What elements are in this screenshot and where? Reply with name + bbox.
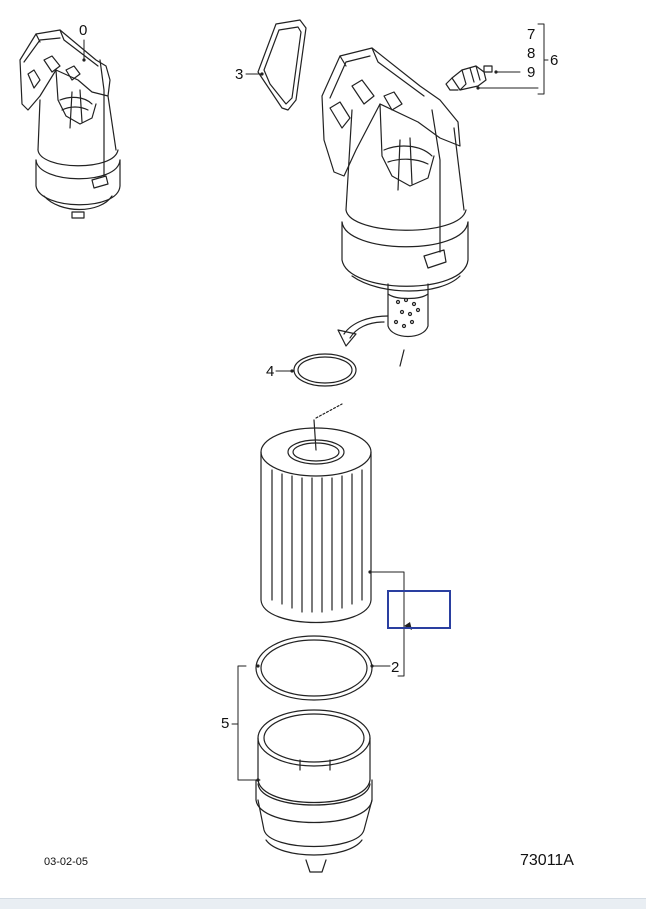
oil-filter-element [260,403,372,623]
o-ring-small [293,353,357,387]
callout-7[interactable]: 7 [527,26,536,43]
bottom-scroll-strip [0,898,646,909]
date-stamp: 03-02-05 [44,856,89,868]
removal-direction-arrow [337,315,389,347]
pressure-sensor [445,65,493,91]
callout-9[interactable]: 9 [527,64,536,81]
filter-cover-bowl [255,709,373,873]
callout-2[interactable]: 2 [391,659,400,676]
callout-leaders [83,23,549,781]
callout-dots [82,58,498,782]
callout-4[interactable]: 4 [266,363,275,380]
callout-8[interactable]: 8 [527,45,536,62]
housing-seal-gasket [257,19,307,111]
figure-code: 73011A [520,852,574,869]
o-ring-large [255,635,373,701]
callout-5[interactable]: 5 [221,715,230,732]
filter-housing-main [321,47,469,367]
filter-housing-assembly-small [19,29,121,219]
selected-part-hotspot[interactable] [387,590,451,629]
callout-0[interactable]: 0 [79,22,88,39]
callout-3[interactable]: 3 [235,66,244,83]
callout-6[interactable]: 6 [550,52,559,69]
